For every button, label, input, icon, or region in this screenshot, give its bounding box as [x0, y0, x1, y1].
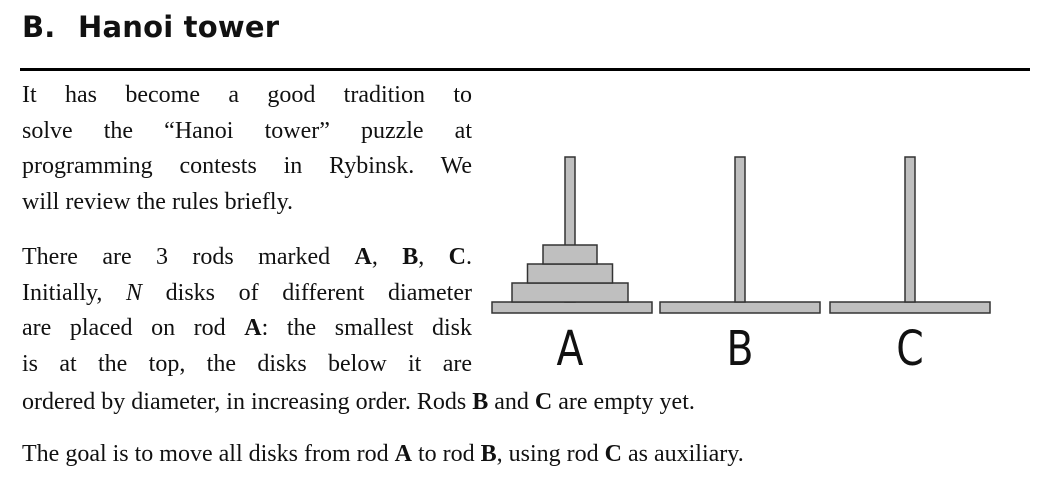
text-run: , [418, 244, 449, 270]
section-header: B. Hanoi tower [22, 10, 279, 44]
disk [542, 244, 598, 265]
base-plate [491, 301, 653, 314]
disks-group [511, 244, 629, 303]
rod-name: B [472, 389, 489, 415]
rod-name: B [480, 441, 497, 467]
intro-line: solve the “Hanoi tower” puzzle at [22, 117, 472, 144]
rod-name: B [402, 244, 419, 270]
hanoi-tower-figure: A B C [491, 156, 991, 375]
intro-line: programming contests in Rybinsk. We [22, 153, 472, 179]
rules-paragraph-tail: ordered by diameter, in increasing order… [22, 385, 1032, 421]
disk [526, 263, 614, 284]
text-run: and [488, 389, 535, 415]
rod [904, 156, 916, 303]
rod-label-a: A [557, 321, 584, 375]
text-run: to rod [411, 441, 481, 467]
text-run: are empty yet. [552, 389, 695, 415]
base-plate [829, 301, 991, 314]
text-run: Initially, [22, 279, 127, 306]
header-divider [20, 68, 1030, 71]
base-rod-a [491, 301, 653, 314]
goal-paragraph: The goal is to move all disks from rod A… [22, 437, 1032, 473]
text-run: : the smallest disk [261, 315, 472, 341]
rod-name: A [394, 441, 412, 467]
rod-name: C [604, 441, 622, 467]
text-run: disks of different diameter [142, 279, 472, 306]
rod [734, 156, 746, 303]
rules-paragraph: There are 3 rods marked A, B, C. Initial… [22, 240, 472, 382]
rod-name: A [244, 315, 262, 341]
text-run: , using rod [496, 441, 605, 467]
text-run: are placed on rod [22, 315, 245, 341]
variable-n: N [126, 279, 143, 306]
intro-paragraph: It has become a good tradition to solve … [22, 78, 472, 220]
rules-line: are placed on rod A: the smallest disk [22, 311, 472, 347]
rod-name: C [448, 244, 466, 270]
section-title: Hanoi tower [78, 10, 280, 44]
text-run: The goal is to move all disks from rod [22, 441, 395, 467]
disk [511, 282, 629, 303]
rod-label-b: B [727, 321, 754, 375]
rules-line: There are 3 rods marked A, B, C. [22, 240, 472, 276]
intro-line: It has become a good tradition to [22, 82, 472, 108]
rods-group [564, 156, 916, 303]
text-run: There are 3 rods marked [22, 244, 355, 270]
rod-name: C [534, 389, 553, 415]
rules-line: is at the top, the disks below it are [22, 350, 472, 377]
rod-label-c: C [896, 321, 923, 375]
section-number: B. [22, 10, 56, 44]
text-run: . [466, 244, 472, 270]
text-run: as auxiliary. [621, 441, 744, 467]
base-rod-c [829, 301, 991, 314]
intro-line: will review the rules briefly. [22, 188, 294, 215]
text-run: , [371, 244, 403, 270]
base-rod-b [659, 301, 821, 314]
text-run: ordered by diameter, in increasing order… [22, 389, 473, 415]
rules-line: Initially, N disks of different diameter [22, 276, 472, 312]
base-plate [659, 301, 821, 314]
rod-name: A [354, 244, 372, 270]
